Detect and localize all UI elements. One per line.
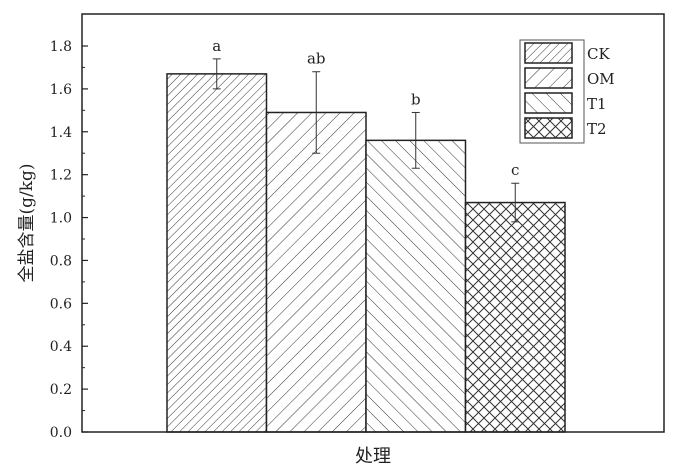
y-tick-label: 1.4 xyxy=(50,125,72,141)
y-tick-label: 0.2 xyxy=(50,382,72,398)
y-tick-label: 1.2 xyxy=(50,168,72,184)
legend-label: T2 xyxy=(587,120,607,138)
legend-label: CK xyxy=(587,45,610,63)
x-axis-label: 处理 xyxy=(355,446,391,467)
plot-frame xyxy=(81,13,665,433)
y-tick-label: 1.0 xyxy=(50,211,72,227)
y-axis-label: 全盐含量(g/kg) xyxy=(17,163,37,282)
legend-label: OM xyxy=(587,70,615,88)
legend-swatch-OM xyxy=(524,67,573,89)
bar-OM xyxy=(265,111,367,433)
y-tick-label: 0.6 xyxy=(50,296,72,312)
y-tick-label: 0.8 xyxy=(50,253,72,269)
significance-label: ab xyxy=(307,50,326,68)
legend-label: T1 xyxy=(587,95,607,113)
significance-label: b xyxy=(411,90,421,108)
significance-label: a xyxy=(212,37,221,55)
bar-T1 xyxy=(365,139,467,433)
legend-swatch-T2 xyxy=(524,117,573,139)
legend-swatch-T1 xyxy=(524,92,573,114)
legend-swatch-CK xyxy=(524,42,573,64)
bar-CK xyxy=(166,73,268,433)
significance-label: c xyxy=(511,161,519,179)
y-tick-label: 0.0 xyxy=(50,425,72,441)
y-tick-label: 0.4 xyxy=(50,339,72,355)
bar-T2 xyxy=(464,201,566,433)
y-tick-label: 1.8 xyxy=(50,39,72,55)
y-tick-label: 1.6 xyxy=(50,82,72,98)
